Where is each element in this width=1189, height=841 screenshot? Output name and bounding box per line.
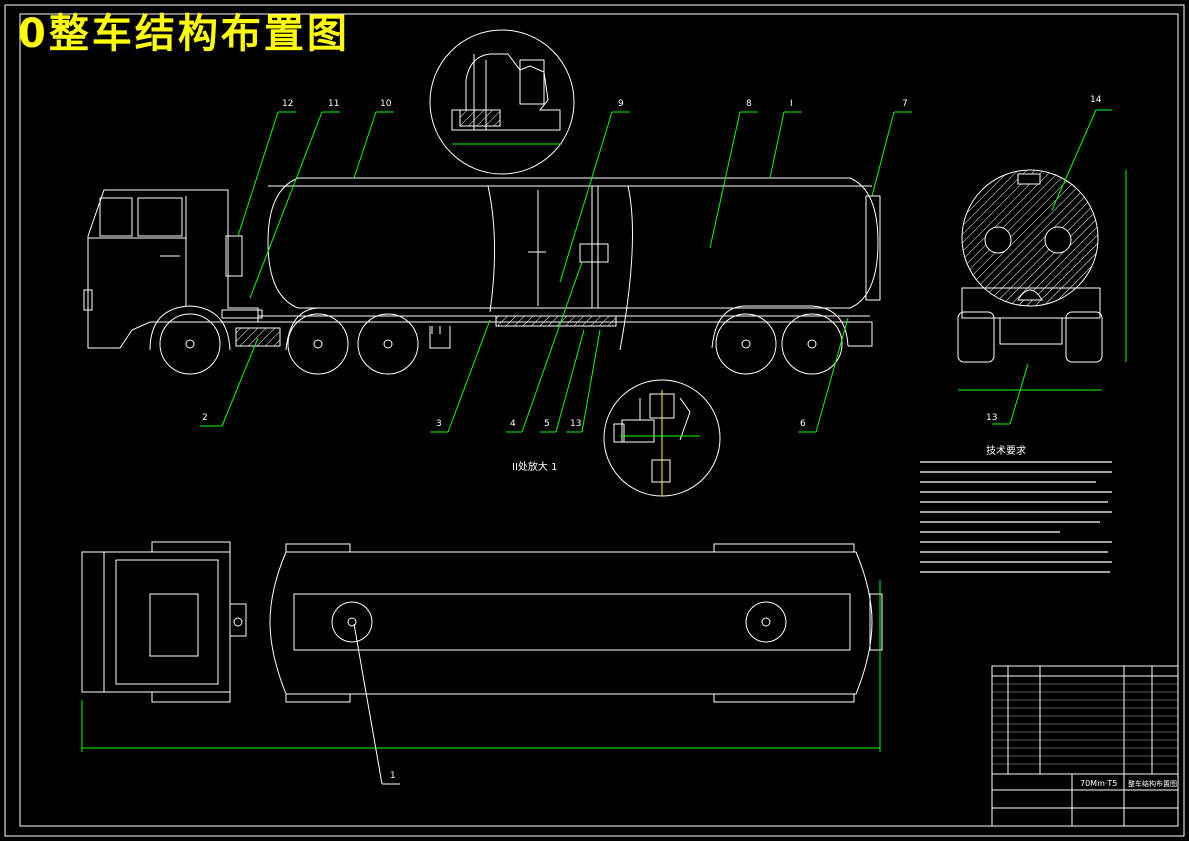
detail-I — [429, 29, 575, 175]
cab-outline — [87, 189, 259, 349]
side-wheels — [159, 313, 843, 375]
side-view — [83, 177, 881, 375]
detail-label: II处放大 1 — [512, 460, 557, 473]
cab-window-right — [137, 197, 183, 237]
title-block — [991, 665, 1179, 827]
page-title: 0整车结构布置图 — [18, 11, 350, 57]
cab-window-left — [99, 197, 133, 237]
callout-1: 1 — [390, 771, 396, 781]
callout-8: 8 — [746, 99, 752, 109]
tank-body — [267, 177, 879, 309]
detail-II — [603, 379, 721, 497]
drawing-name: 整车结构布置图 — [1128, 779, 1177, 788]
inner-border — [19, 13, 1179, 827]
callout-4: 4 — [510, 419, 516, 429]
outer-border — [4, 4, 1185, 837]
tech-requirements-heading: 技术要求 — [986, 444, 1026, 457]
callout-13-end: 13 — [986, 413, 997, 423]
callout-10: 10 — [380, 99, 392, 109]
end-view — [957, 109, 1127, 425]
callout-5: 5 — [544, 419, 550, 429]
callout-7: 7 — [902, 99, 908, 109]
top-view — [81, 541, 883, 785]
callout-12: 12 — [282, 99, 293, 109]
callout-9: 9 — [618, 99, 624, 109]
end-view-tank — [961, 169, 1099, 307]
hatched-frame-rail — [495, 315, 617, 327]
title-block-rows — [992, 683, 1178, 765]
callout-I: I — [790, 99, 793, 109]
callout-14: 14 — [1090, 95, 1102, 105]
callout-6: 6 — [800, 419, 806, 429]
callout-2: 2 — [202, 413, 208, 423]
callout-13-side: 13 — [570, 419, 581, 429]
tech-requirements-lines — [920, 461, 1112, 573]
callout-11: 11 — [328, 99, 339, 109]
callout-3: 3 — [436, 419, 442, 429]
side-leaders — [200, 111, 912, 433]
scale-label: 70Mm·T5 — [1080, 779, 1117, 788]
